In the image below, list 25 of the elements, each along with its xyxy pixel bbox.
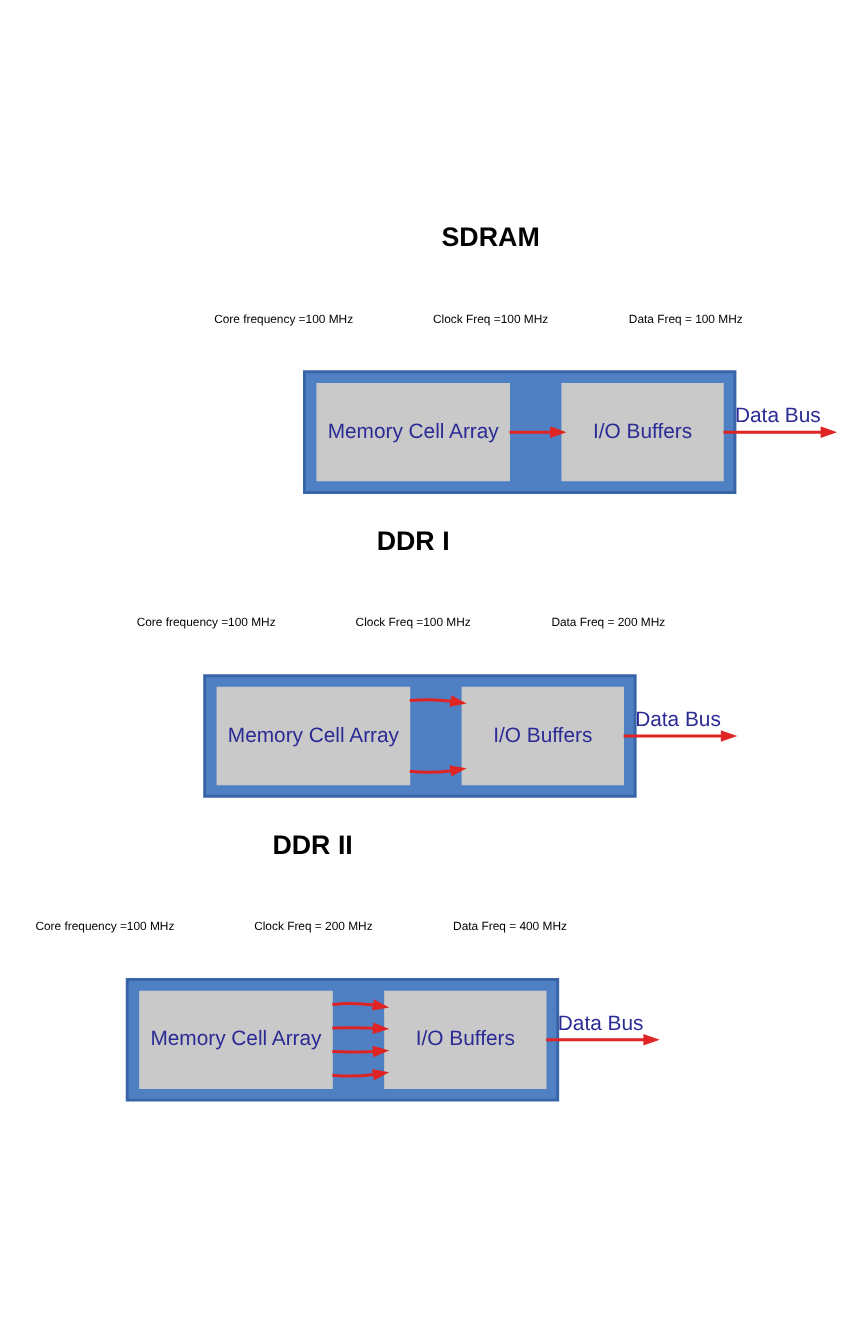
cluster	[125, 978, 560, 1102]
arrow	[409, 765, 467, 777]
arrow	[509, 426, 567, 438]
cluster	[203, 674, 637, 798]
arrow	[332, 1069, 390, 1081]
edge-label: Data Bus	[635, 709, 721, 732]
node-box: I/O Buffers	[461, 686, 624, 786]
arrow	[623, 730, 738, 742]
node-box: I/O Buffers	[561, 383, 724, 482]
label: SDRAM	[441, 221, 540, 252]
node-box: Memory Cell Array	[316, 383, 510, 482]
node-box: I/O Buffers	[384, 990, 547, 1089]
arrow	[332, 1022, 390, 1034]
label: DDR II	[272, 829, 353, 860]
node-box: Memory Cell Array	[139, 990, 333, 1089]
node-box: Memory Cell Array	[216, 686, 411, 786]
edge-label: Data Bus	[735, 406, 821, 429]
edge-label: Data Bus	[557, 1013, 644, 1036]
arrow	[332, 1045, 390, 1058]
arrow	[409, 695, 467, 707]
arrow	[723, 426, 838, 438]
label: DDR I	[376, 525, 450, 556]
arrow	[546, 1034, 660, 1046]
cluster	[303, 370, 737, 494]
arrow	[332, 999, 390, 1011]
